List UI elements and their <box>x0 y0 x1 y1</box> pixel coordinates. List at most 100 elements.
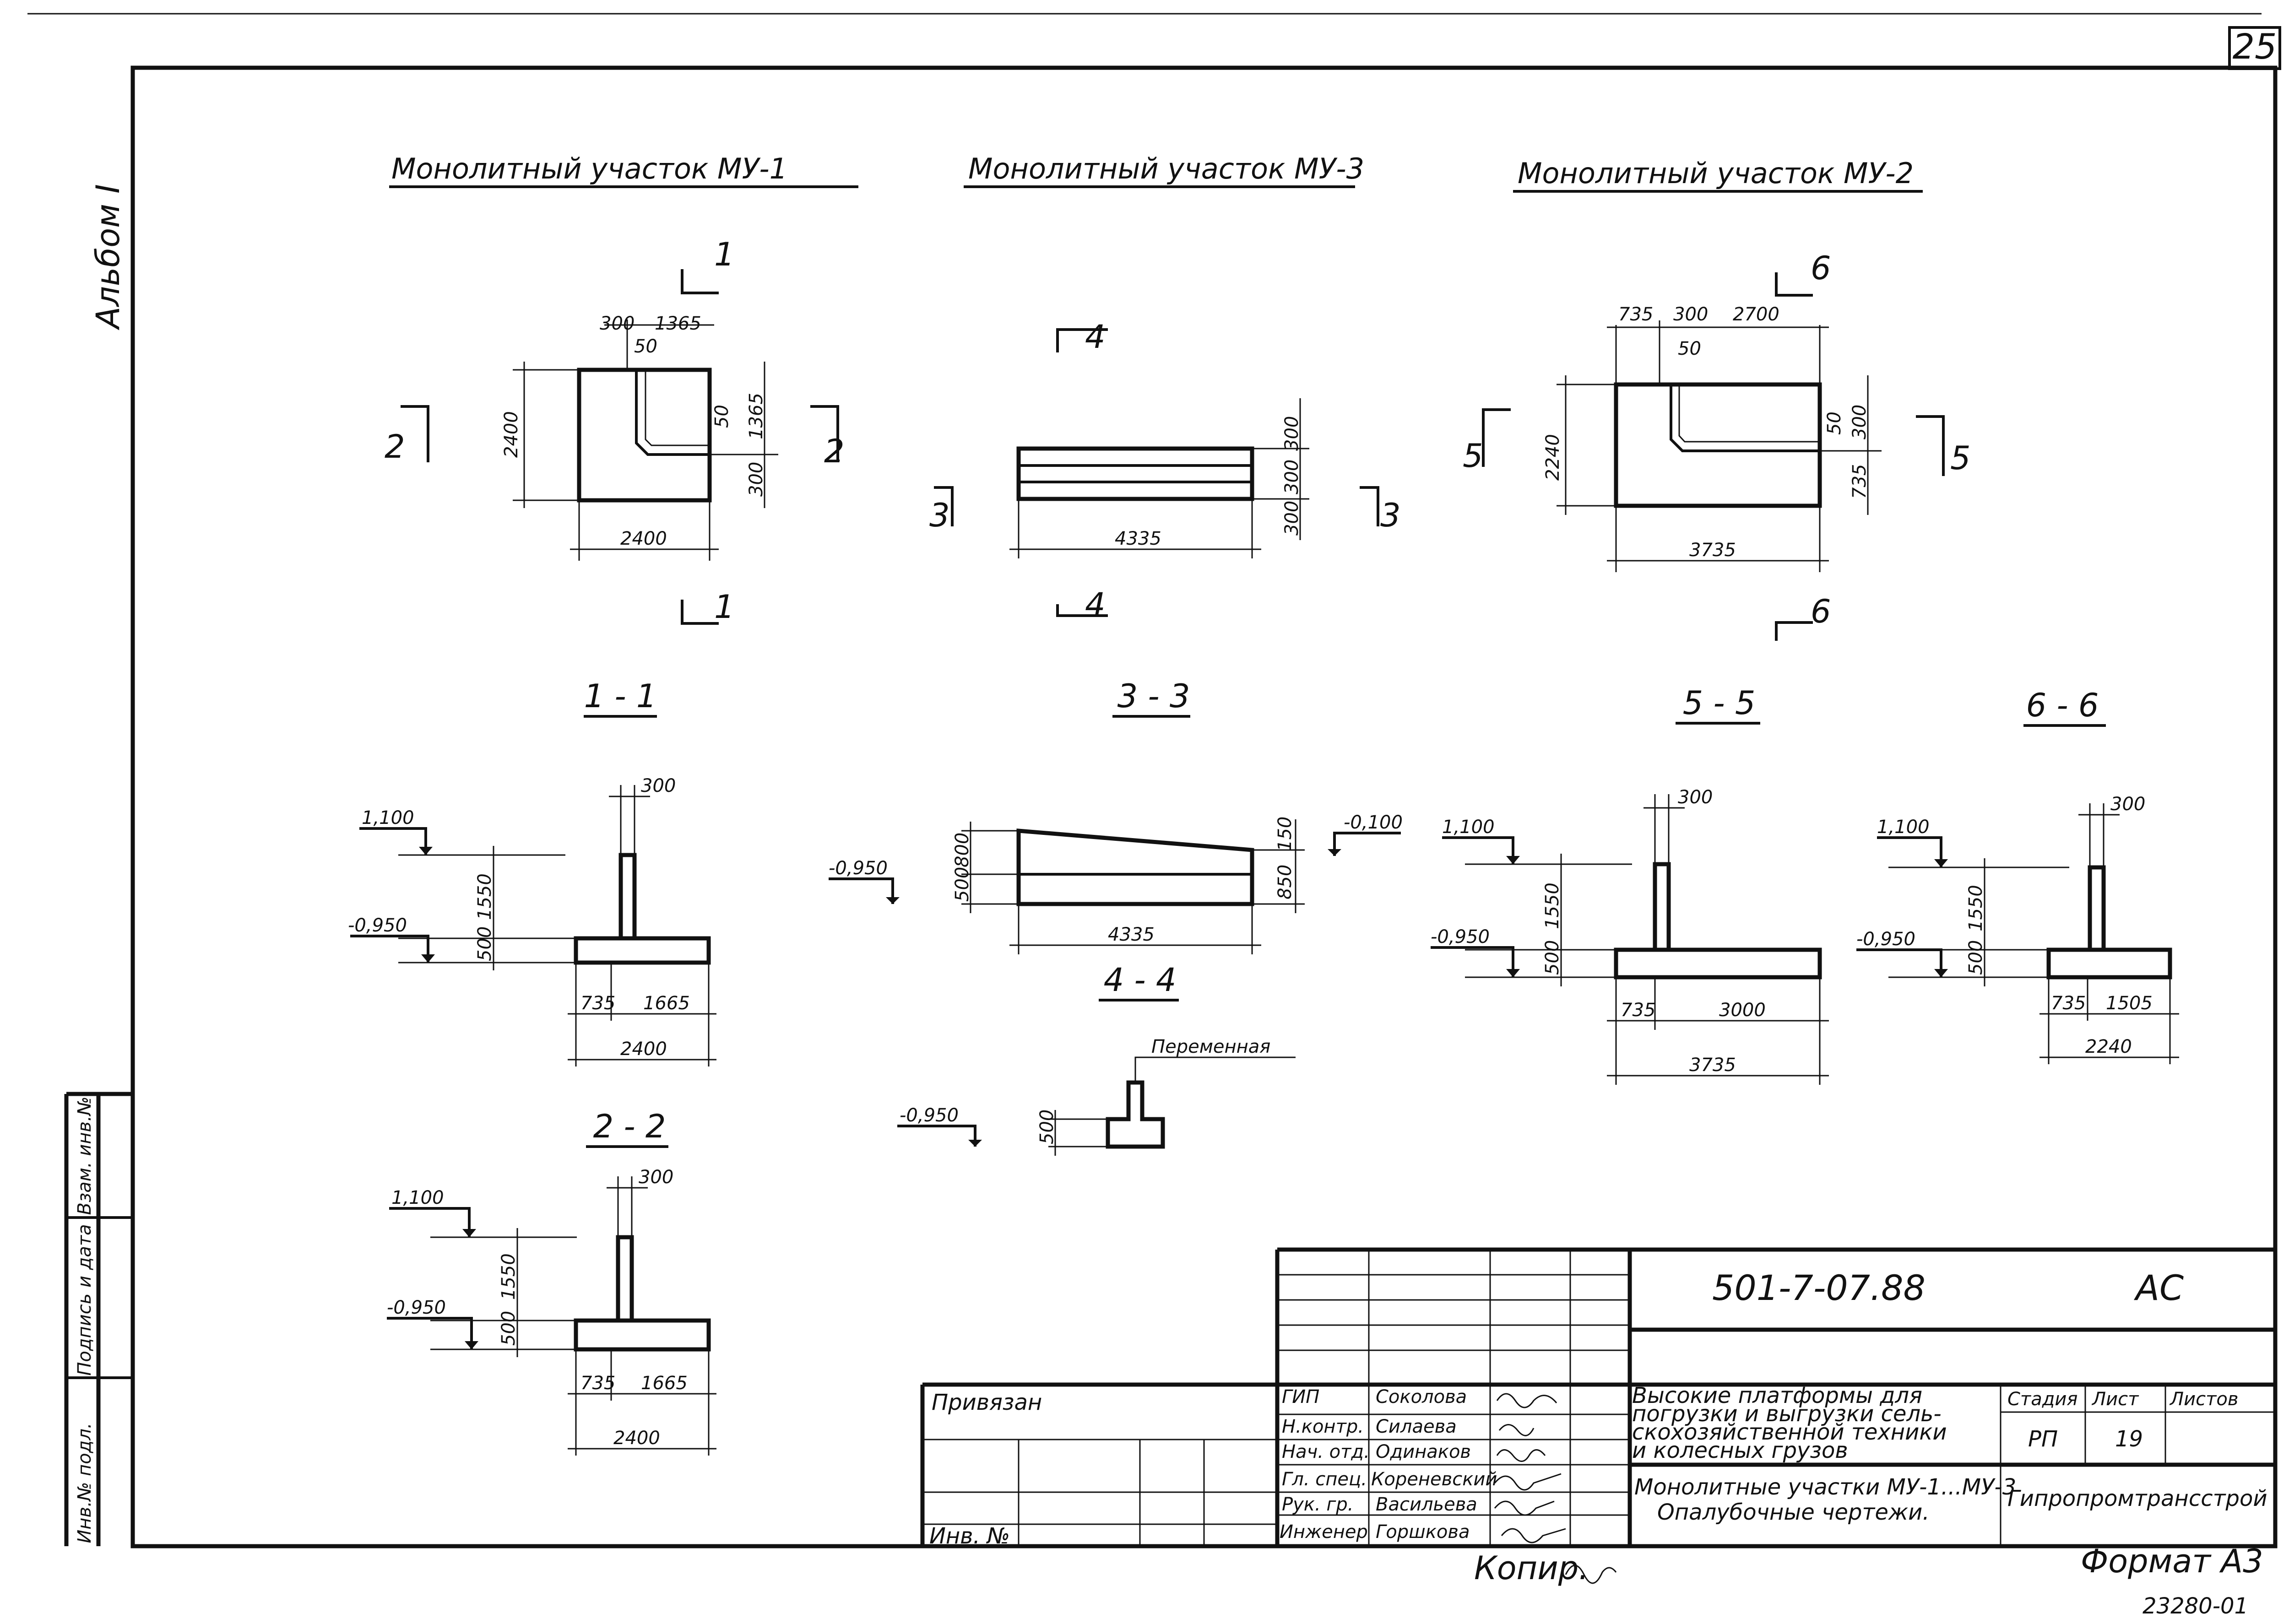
role-gip: ГИП <box>1282 1386 1319 1407</box>
dim-300-b: 300 <box>1281 460 1302 494</box>
dim-2400-v: 2400 <box>501 411 522 458</box>
plan-mu2 <box>1482 272 1945 641</box>
dim-4335: 4335 <box>1115 528 1161 549</box>
dim-1365: 1365 <box>655 313 701 334</box>
cut-mark-6-top: 6 <box>1811 249 1831 287</box>
dim-300-v: 300 <box>746 462 767 497</box>
dim-1550: 1550 <box>1965 885 1986 931</box>
dim-2400: 2400 <box>613 1428 660 1449</box>
dim-500: 500 <box>1542 940 1563 975</box>
side-label-replace: Взам. инв.№ <box>74 1097 95 1215</box>
inv-label: Инв. № <box>929 1523 1010 1549</box>
role-ruk-gr: Рук. гр. <box>1282 1494 1354 1515</box>
section-2-2 <box>387 1176 716 1456</box>
dim-735: 735 <box>580 1373 615 1394</box>
dim-500: 500 <box>474 926 495 961</box>
document-code: 501-7-07.88 <box>1712 1267 1926 1308</box>
dim-1665: 1665 <box>641 1373 688 1394</box>
level-bottom: -0,950 <box>829 858 888 879</box>
dim-2700: 2700 <box>1733 304 1779 325</box>
level-bottom: -0,950 <box>387 1297 446 1318</box>
dim-500: 500 <box>952 867 973 902</box>
level-top: 1,100 <box>362 807 414 828</box>
name-odinakov: Одинаков <box>1376 1441 1471 1462</box>
dim-735: 735 <box>2051 993 2086 1014</box>
section-label-6-6: 6 - 6 <box>2026 687 2099 724</box>
project-title-line-3: скохозяйственной техники <box>1632 1419 1947 1445</box>
cut-mark-4-bottom: 4 <box>1085 586 1106 623</box>
role-engineer: Инженер <box>1280 1521 1368 1543</box>
section-label-3-3: 3 - 3 <box>1117 677 1190 715</box>
plan-mu1 <box>401 269 839 625</box>
sheet-number: 19 <box>2115 1426 2143 1452</box>
cut-mark-4-top: 4 <box>1085 318 1106 356</box>
cut-mark-2-right: 2 <box>824 433 845 470</box>
plan-mu3 <box>934 328 1379 617</box>
dim-300: 300 <box>1673 304 1708 325</box>
cut-mark-1-bottom: 1 <box>714 588 735 626</box>
stage-header: Стадия <box>2007 1389 2077 1410</box>
format-label: Формат А3 <box>2081 1543 2263 1580</box>
sheet-header: Лист <box>2091 1389 2139 1410</box>
name-gorshkova: Горшкова <box>1376 1521 1470 1543</box>
section-label-4-4: 4 - 4 <box>1104 961 1177 999</box>
bound-label: Привязан <box>932 1390 1042 1415</box>
level-top: -0,100 <box>1344 812 1403 833</box>
plan-title-mu1: Монолитный участок МУ-1 <box>391 152 787 185</box>
dim-300: 300 <box>639 1167 673 1188</box>
dim-850: 850 <box>1275 865 1296 899</box>
role-gl-spec: Гл. спец. <box>1282 1469 1367 1490</box>
section-label-2-2: 2 - 2 <box>593 1108 666 1145</box>
dim-50: 50 <box>1678 338 1701 359</box>
dim-1505: 1505 <box>2106 993 2153 1014</box>
dim-3735: 3735 <box>1689 1055 1736 1076</box>
dim-150: 150 <box>1275 817 1296 851</box>
section-4-4 <box>897 1056 1296 1156</box>
dim-50: 50 <box>634 336 657 357</box>
sheets-header: Листов <box>2169 1389 2238 1410</box>
dim-50-v: 50 <box>711 405 732 428</box>
archive-number: 23280-01 <box>2143 1593 2248 1619</box>
section-label-1-1: 1 - 1 <box>584 677 657 715</box>
dim-800: 800 <box>952 833 973 867</box>
role-nach-otd: Нач. отд. <box>1282 1441 1370 1462</box>
dim-500: 500 <box>498 1311 519 1346</box>
name-silaeva: Силаева <box>1376 1416 1457 1437</box>
dim-300: 300 <box>2110 794 2145 815</box>
level-top: 1,100 <box>1877 817 1930 838</box>
section-6-6 <box>1856 803 2179 1064</box>
cut-mark-5-left: 5 <box>1463 437 1483 475</box>
dim-2240-v: 2240 <box>1542 434 1563 481</box>
cut-mark-5-right: 5 <box>1950 439 1971 477</box>
dim-50-v: 50 <box>1824 411 1845 435</box>
dim-300: 300 <box>600 313 635 334</box>
dim-1665: 1665 <box>643 993 690 1014</box>
level-bottom: -0,950 <box>900 1105 959 1126</box>
cut-mark-2-left: 2 <box>385 428 405 466</box>
level-top: 1,100 <box>1442 817 1495 838</box>
cut-mark-3-right: 3 <box>1380 497 1401 534</box>
album-label: Альбом I <box>89 184 127 330</box>
dim-735: 735 <box>580 993 615 1014</box>
sheet-frame <box>27 13 2281 1548</box>
name-vasilyeva: Васильева <box>1376 1494 1477 1515</box>
dim-735: 735 <box>1621 1000 1655 1021</box>
stage-value: РП <box>2028 1426 2058 1452</box>
drawing-title-line-2: Опалубочные чертежи. <box>1657 1499 1930 1525</box>
cut-mark-1-top: 1 <box>714 236 735 273</box>
copy-label: Копир. <box>1474 1549 1589 1587</box>
dim-3735: 3735 <box>1689 540 1736 561</box>
title-block <box>920 1247 2275 1546</box>
signatures <box>1494 1393 1617 1584</box>
document-mark: АС <box>2133 1267 2184 1308</box>
section-1-1 <box>350 785 716 1066</box>
side-label-inv: Инв.№ подл. <box>74 1423 95 1543</box>
drawing-title-line-1: Монолитные участки МУ-1...МУ-3 <box>1634 1474 2016 1500</box>
dim-300: 300 <box>1678 787 1713 808</box>
dim-1550: 1550 <box>498 1253 519 1300</box>
role-n-kontr: Н.контр. <box>1282 1416 1364 1437</box>
level-bottom: -0,950 <box>348 915 407 936</box>
section-5-5 <box>1431 794 1829 1085</box>
variable-note: Переменная <box>1151 1036 1270 1057</box>
dim-4335: 4335 <box>1108 924 1155 945</box>
